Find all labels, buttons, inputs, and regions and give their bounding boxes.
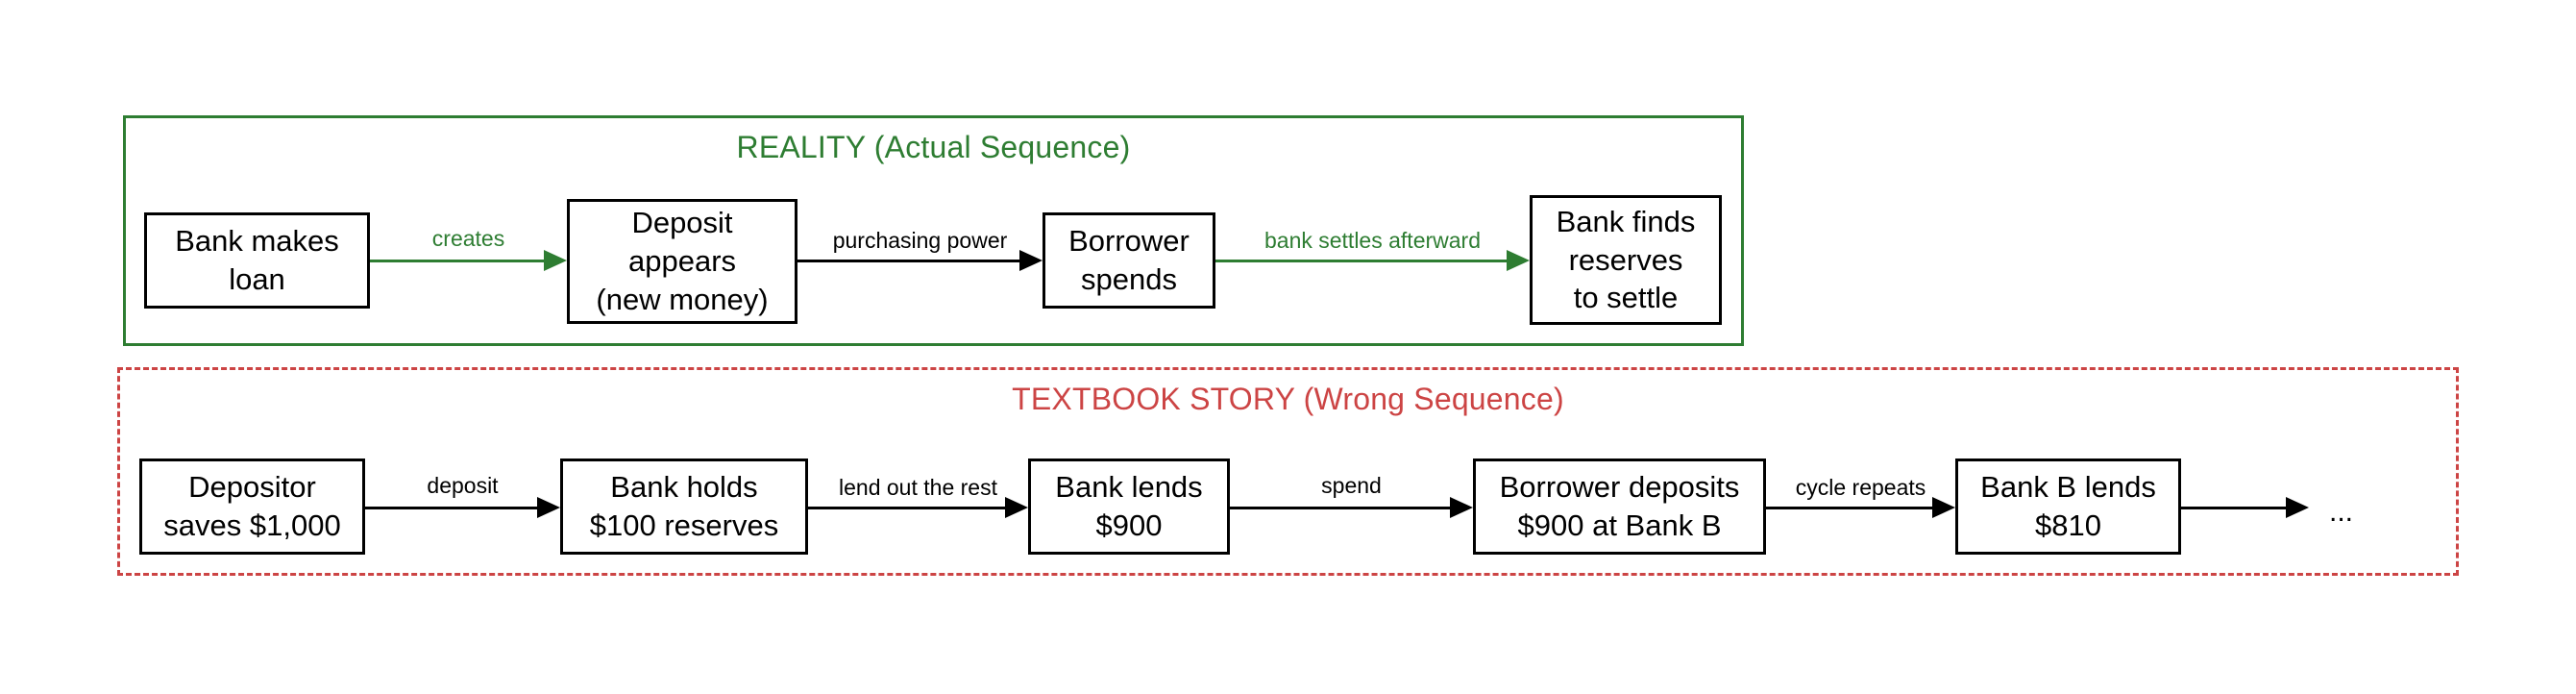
node-bank-b-lends-810: Bank B lends $810: [1955, 459, 2181, 555]
edge-label: purchasing power: [797, 227, 1043, 254]
node-line-1: Bank holds: [610, 470, 758, 505]
arrowhead-icon: [537, 497, 560, 518]
node-line-2: $900: [1095, 508, 1163, 542]
node-line-2: $900 at Bank B: [1517, 508, 1722, 542]
edge-shaft: [797, 260, 1021, 262]
edge-label-line-1: cycle: [1795, 474, 1847, 500]
node-deposit-appears: Deposit appears (new money): [567, 199, 797, 324]
node-bank-makes-loan: Bank makes loan: [144, 212, 370, 309]
node-bank-holds-reserves: Bank holds $100 reserves: [560, 459, 808, 555]
edge-label-line-2: the rest: [923, 474, 997, 500]
edge-label-line-1: deposit: [427, 472, 499, 498]
arrowhead-icon: [1507, 250, 1530, 271]
edge-shaft: [1766, 507, 1934, 509]
node-line-1: Bank B lends: [1980, 470, 2156, 505]
arrowhead-icon: [2286, 497, 2309, 518]
edge-shaft: [1230, 507, 1452, 509]
node-line-2: $810: [2035, 508, 2101, 542]
edge-label: deposit: [365, 472, 560, 499]
edge-label-line-1: purchasing: [832, 227, 942, 253]
node-line-2: spends: [1081, 262, 1177, 296]
node-line-2: reserves: [1568, 242, 1683, 277]
node-line-1: Depositor: [188, 470, 316, 505]
node-bank-lends-900: Bank lends $900: [1028, 459, 1230, 555]
node-depositor-saves: Depositor saves $1,000: [139, 459, 365, 555]
node-line-3: (new money): [596, 282, 769, 316]
arrowhead-icon: [1450, 497, 1473, 518]
arrowhead-icon: [1932, 497, 1955, 518]
arrowhead-icon: [1005, 497, 1028, 518]
panel-textbook: TEXTBOOK STORY (Wrong Sequence): [117, 367, 2459, 576]
node-line-1: Bank lends: [1055, 470, 1203, 505]
edge-label-line-1: spend: [1321, 472, 1382, 498]
node-borrower-deposits-bank-b: Borrower deposits $900 at Bank B: [1473, 459, 1766, 555]
node-line-2: appears: [627, 244, 737, 278]
edge-label: bank settles afterward: [1215, 227, 1530, 254]
edge-shaft: [808, 507, 1007, 509]
panel-textbook-title: TEXTBOOK STORY (Wrong Sequence): [1012, 382, 1564, 416]
edge-label-line-2: repeats: [1852, 474, 1926, 500]
edge-label-line-1: creates: [431, 225, 505, 251]
node-borrower-spends: Borrower spends: [1043, 212, 1215, 309]
edge-shaft: [370, 260, 546, 262]
node-line-2: loan: [229, 262, 285, 296]
node-line-1: Borrower: [1068, 224, 1190, 259]
edge-label: cycle repeats: [1766, 474, 1955, 501]
panel-reality-title: REALITY (Actual Sequence): [736, 130, 1131, 164]
panel-reality: REALITY (Actual Sequence): [123, 115, 1744, 346]
edge-label-line-1: bank settles: [1263, 227, 1383, 253]
edge-label: creates: [370, 225, 567, 252]
edge-label: spend: [1230, 472, 1473, 499]
edge-shaft: [365, 507, 539, 509]
edge-label: lend out the rest: [808, 474, 1028, 501]
node-line-2: saves $1,000: [163, 508, 341, 542]
node-line-1: Bank makes: [175, 224, 339, 259]
continuation-ellipsis: ...: [2329, 496, 2354, 528]
node-line-2: $100 reserves: [589, 508, 779, 542]
node-line-3: to settle: [1573, 281, 1679, 315]
node-line-1: Bank finds: [1556, 204, 1696, 238]
node-line-1: Borrower deposits: [1499, 470, 1740, 505]
edge-label-line-2: afterward: [1388, 227, 1481, 253]
arrowhead-icon: [1019, 250, 1043, 271]
node-line-1: Deposit: [631, 206, 733, 240]
edge-label-line-2: power: [946, 227, 1008, 253]
edge-shaft: [1215, 260, 1509, 262]
edge-label-line-1: lend out: [839, 474, 918, 500]
arrowhead-icon: [544, 250, 567, 271]
edge-shaft: [2181, 507, 2288, 509]
node-bank-finds-reserves: Bank finds reserves to settle: [1530, 195, 1722, 325]
